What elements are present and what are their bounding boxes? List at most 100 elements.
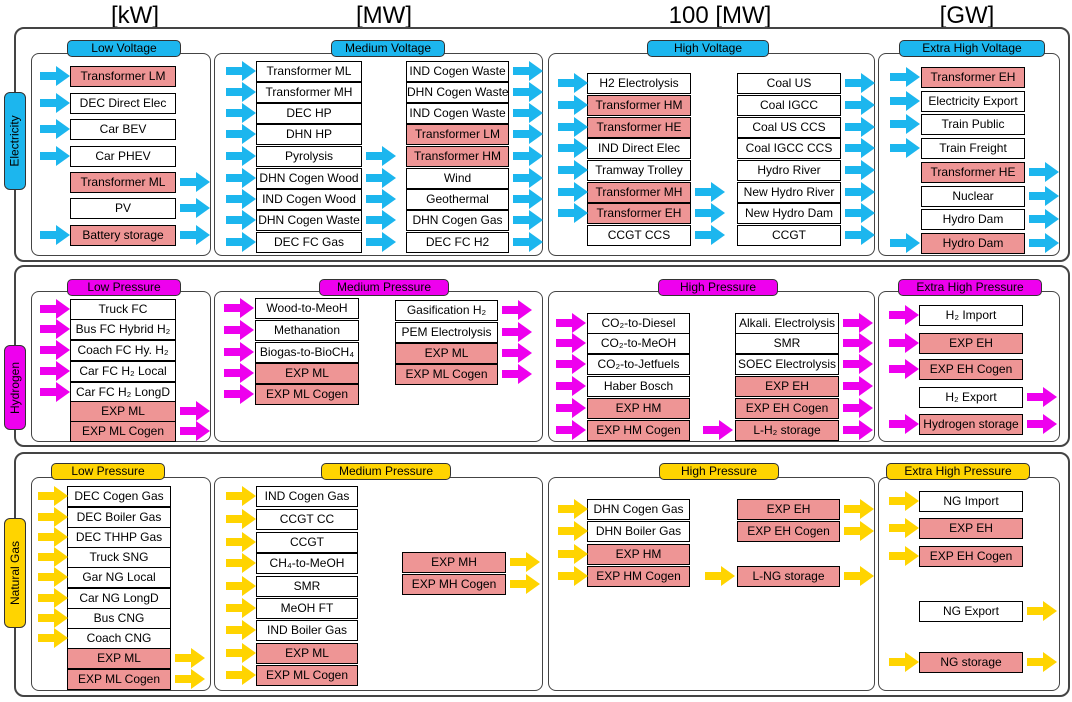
output-arrow-icon — [695, 203, 725, 223]
output-arrow-icon — [510, 574, 540, 594]
output-arrow-icon — [180, 172, 210, 192]
input-arrow-icon — [38, 527, 68, 547]
input-arrow-icon — [558, 160, 588, 180]
node-ccgt-cc: CCGT CC — [256, 509, 358, 530]
input-arrow-icon — [226, 103, 256, 123]
level-title: Extra High Pressure — [898, 279, 1042, 296]
output-arrow-icon — [513, 189, 543, 209]
output-arrow-icon — [513, 210, 543, 230]
node-meoh-ft: MeOH FT — [256, 598, 358, 619]
node-h2-export: H₂ Export — [919, 387, 1023, 408]
node-exp-eh: EXP EH — [737, 499, 840, 520]
node-transformer-lm: Transformer LM — [406, 124, 509, 145]
node-new-hydro-dam: New Hydro Dam — [737, 203, 841, 224]
level-title: Extra High Pressure — [886, 463, 1030, 480]
output-arrow-icon — [502, 343, 532, 363]
scale-unit-label: [kW] — [111, 2, 159, 29]
input-arrow-icon — [890, 114, 920, 134]
node-exp-eh-cogen: EXP EH Cogen — [919, 359, 1023, 380]
node-transformer-hm: Transformer HM — [406, 146, 509, 167]
node-transformer-mh: Transformer MH — [256, 82, 362, 103]
input-arrow-icon — [705, 566, 735, 586]
input-arrow-icon — [38, 608, 68, 628]
output-arrow-icon — [180, 401, 210, 421]
node-haber-bosch: Haber Bosch — [587, 376, 690, 397]
node-dec-fc-h2: DEC FC H2 — [406, 232, 509, 253]
node-exp-mh-cogen: EXP MH Cogen — [402, 574, 506, 595]
node-exp-eh-cogen: EXP EH Cogen — [919, 546, 1023, 567]
input-arrow-icon — [556, 398, 586, 418]
node-transformer-ml: Transformer ML — [256, 61, 362, 82]
node-coal-igcc-ccs: Coal IGCC CCS — [737, 138, 841, 159]
output-arrow-icon — [513, 82, 543, 102]
input-arrow-icon — [226, 146, 256, 166]
node-geothermal: Geothermal — [406, 189, 509, 210]
node-wood-to-meoh: Wood-to-MeoH — [255, 298, 359, 319]
input-arrow-icon — [40, 66, 70, 86]
output-arrow-icon — [180, 198, 210, 218]
node-exp-ml-cogen: EXP ML Cogen — [395, 364, 498, 385]
node-hydro-river: Hydro River — [737, 160, 841, 181]
output-arrow-icon — [366, 189, 396, 209]
output-arrow-icon — [844, 566, 874, 586]
node-exp-ml: EXP ML — [395, 343, 498, 364]
node-pyrolysis: Pyrolysis — [256, 146, 362, 167]
output-arrow-icon — [845, 225, 875, 245]
node-dec-thhp-gas: DEC THHP Gas — [67, 527, 171, 548]
output-arrow-icon — [845, 73, 875, 93]
node-biogas-to-bioch4: Biogas-to-BioCH₄ — [255, 342, 359, 363]
input-arrow-icon — [558, 182, 588, 202]
node-new-hydro-river: New Hydro River — [737, 182, 841, 203]
node-pv: PV — [70, 198, 176, 219]
output-arrow-icon — [513, 168, 543, 188]
node-co2-to-diesel: CO₂-to-Diesel — [587, 313, 690, 334]
node-ind-cogen-wood: IND Cogen Wood — [256, 189, 362, 210]
node-exp-eh: EXP EH — [919, 518, 1023, 539]
node-dec-hp: DEC HP — [256, 103, 362, 124]
input-arrow-icon — [226, 232, 256, 252]
output-arrow-icon — [843, 398, 873, 418]
node-dhn-cogen-waste: DHN Cogen Waste — [256, 210, 362, 231]
node-ccgt: CCGT — [737, 225, 841, 246]
output-arrow-icon — [1029, 233, 1059, 253]
input-arrow-icon — [556, 333, 586, 353]
input-arrow-icon — [38, 628, 68, 648]
node-ind-cogen-waste: IND Cogen Waste — [406, 61, 509, 82]
level-title: High Pressure — [658, 279, 778, 296]
output-arrow-icon — [843, 376, 873, 396]
node-ccgt-ccs: CCGT CCS — [587, 225, 691, 246]
input-arrow-icon — [40, 340, 70, 360]
node-transformer-eh: Transformer EH — [587, 203, 691, 224]
node-dec-direct-elec: DEC Direct Elec — [70, 93, 176, 114]
output-arrow-icon — [843, 420, 873, 440]
node-car-phev: Car PHEV — [70, 146, 176, 167]
output-arrow-icon — [366, 210, 396, 230]
node-transformer-eh: Transformer EH — [921, 67, 1025, 88]
node-exp-eh: EXP EH — [919, 333, 1023, 354]
input-arrow-icon — [224, 342, 254, 362]
node-h2-electrolysis: H2 Electrolysis — [587, 73, 691, 94]
node-dhn-cogen-waste: DHN Cogen Waste — [406, 82, 509, 103]
node-truck-sng: Truck SNG — [67, 547, 171, 568]
input-arrow-icon — [38, 507, 68, 527]
input-arrow-icon — [889, 518, 919, 538]
input-arrow-icon — [38, 486, 68, 506]
node-ind-cogen-waste: IND Cogen Waste — [406, 103, 509, 124]
input-arrow-icon — [558, 566, 588, 586]
input-arrow-icon — [38, 547, 68, 567]
node-car-bev: Car BEV — [70, 119, 176, 140]
node-smr: SMR — [256, 576, 358, 597]
output-arrow-icon — [1029, 209, 1059, 229]
node-transformer-ml: Transformer ML — [70, 172, 176, 193]
node-pem-electrolysis: PEM Electrolysis — [395, 322, 498, 343]
output-arrow-icon — [1027, 387, 1057, 407]
node-gar-ng-local: Gar NG Local — [67, 567, 171, 588]
level-title: Medium Pressure — [321, 463, 451, 480]
output-arrow-icon — [1027, 652, 1057, 672]
node-car-fc-h2-longd: Car FC H₂ LongD — [70, 382, 176, 403]
output-arrow-icon — [366, 232, 396, 252]
input-arrow-icon — [226, 643, 256, 663]
node-exp-mh: EXP MH — [402, 552, 506, 573]
scale-unit-label: [MW] — [356, 2, 412, 29]
node-exp-ml-cogen: EXP ML Cogen — [67, 669, 171, 690]
